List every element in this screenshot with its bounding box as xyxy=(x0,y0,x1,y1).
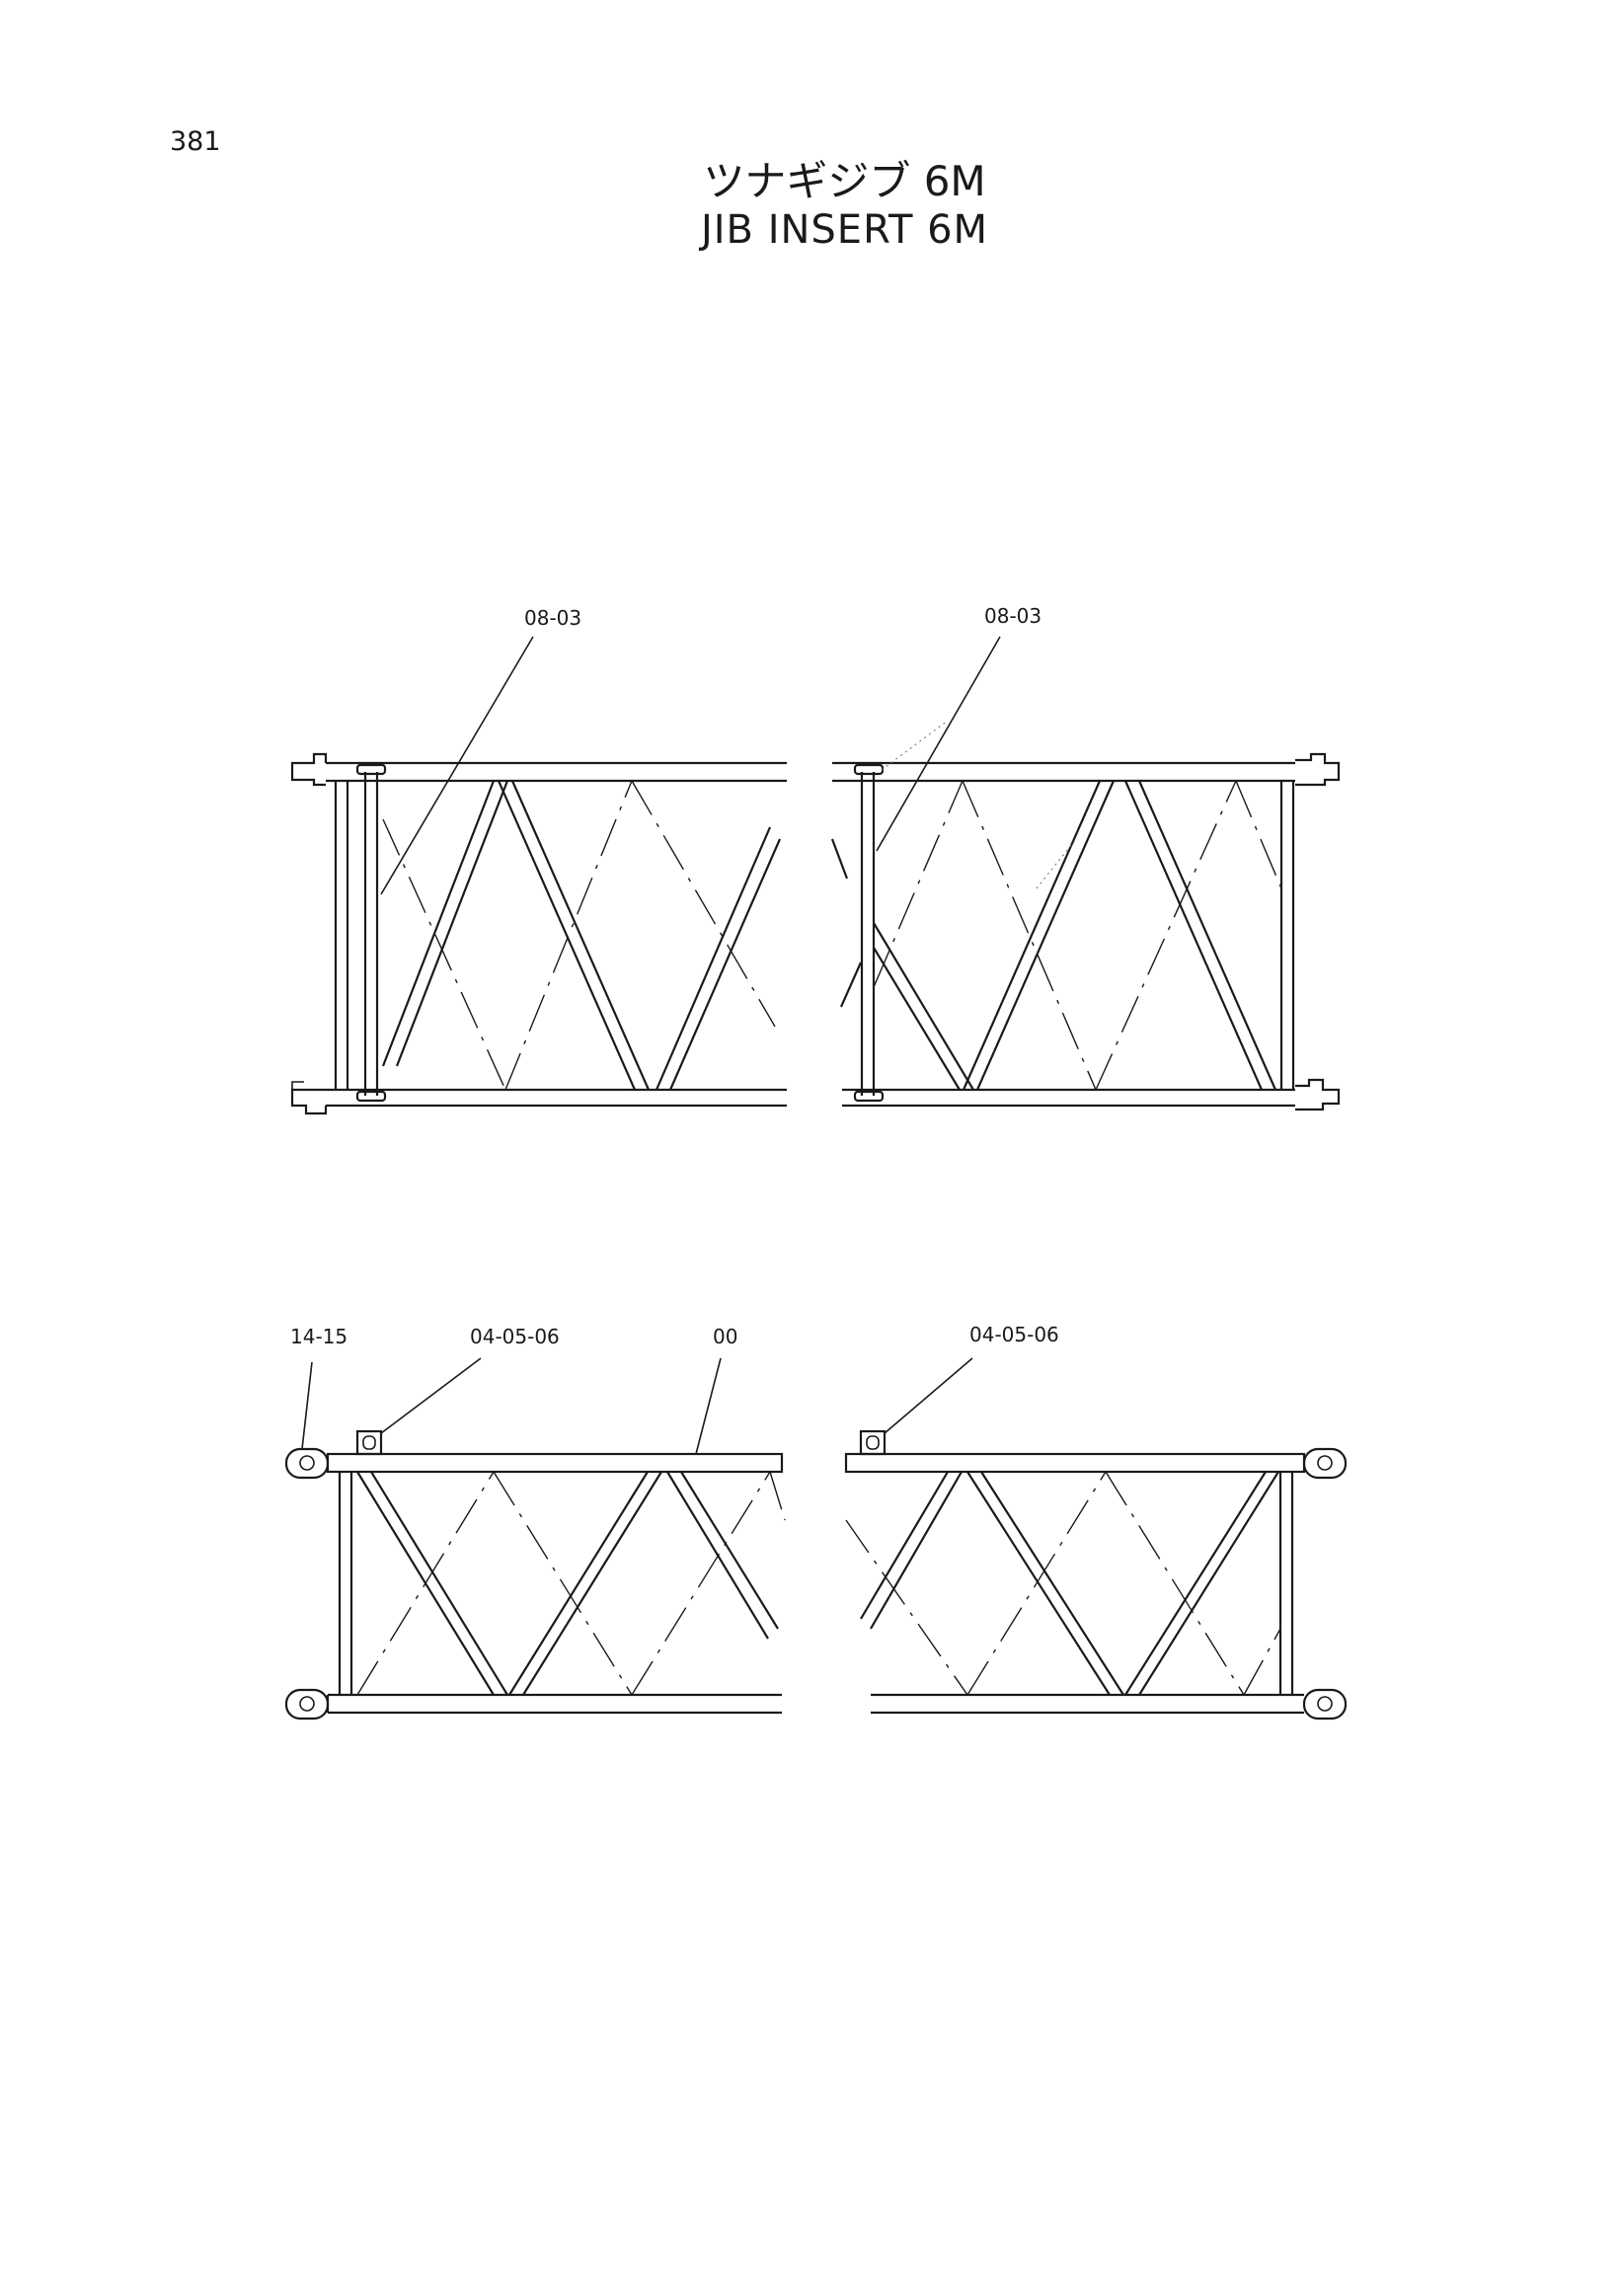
callout-block-left: 04-05-06 xyxy=(470,1325,560,1348)
side-view-right-section xyxy=(844,1429,1348,1721)
callout-frame: 00 xyxy=(713,1325,737,1348)
title-japanese: ツナギジブ 6M xyxy=(703,157,986,205)
callout-block-right: 04-05-06 xyxy=(969,1323,1059,1346)
side-view: 14-15 04-05-06 00 04-05-06 xyxy=(284,1323,1348,1721)
callout-top-right: 08-03 xyxy=(984,604,1041,628)
top-view-left-section xyxy=(290,752,787,1115)
callout-lug: 14-15 xyxy=(290,1325,347,1348)
title-english: JIB INSERT 6M xyxy=(700,207,989,253)
top-view-right-section xyxy=(830,720,1341,1111)
callout-top-left: 08-03 xyxy=(524,606,581,630)
side-view-left-section xyxy=(284,1429,786,1721)
top-view: 08-03 08-03 xyxy=(290,604,1341,1115)
page-number: 381 xyxy=(170,126,221,157)
